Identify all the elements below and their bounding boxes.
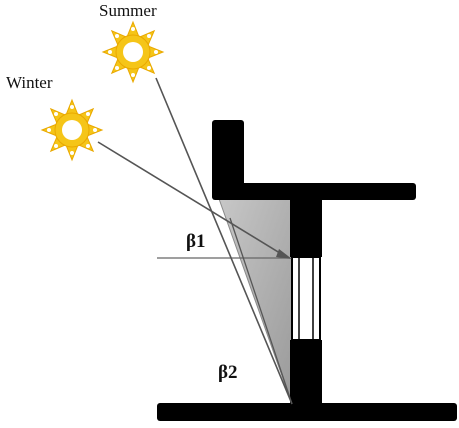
beta1-label: β1 bbox=[186, 231, 206, 252]
parapet bbox=[212, 120, 244, 199]
beta2-label: β2 bbox=[218, 362, 238, 383]
building-wall bbox=[157, 120, 457, 421]
window bbox=[291, 256, 321, 341]
lower-wall-section bbox=[290, 340, 322, 408]
upper-wall-section bbox=[290, 197, 322, 257]
summer-label: Summer bbox=[99, 1, 157, 20]
winter-ray bbox=[97, 141, 289, 259]
summer-ray bbox=[155, 77, 293, 405]
roof-overhang bbox=[212, 183, 416, 200]
summer-sun-icon bbox=[101, 20, 165, 84]
winter-label: Winter bbox=[6, 73, 53, 92]
ground-floor-slab bbox=[157, 403, 457, 421]
winter-sun-icon bbox=[40, 98, 104, 162]
summer-ray-edge bbox=[229, 217, 293, 405]
winter-ray-arrowhead bbox=[276, 249, 292, 259]
